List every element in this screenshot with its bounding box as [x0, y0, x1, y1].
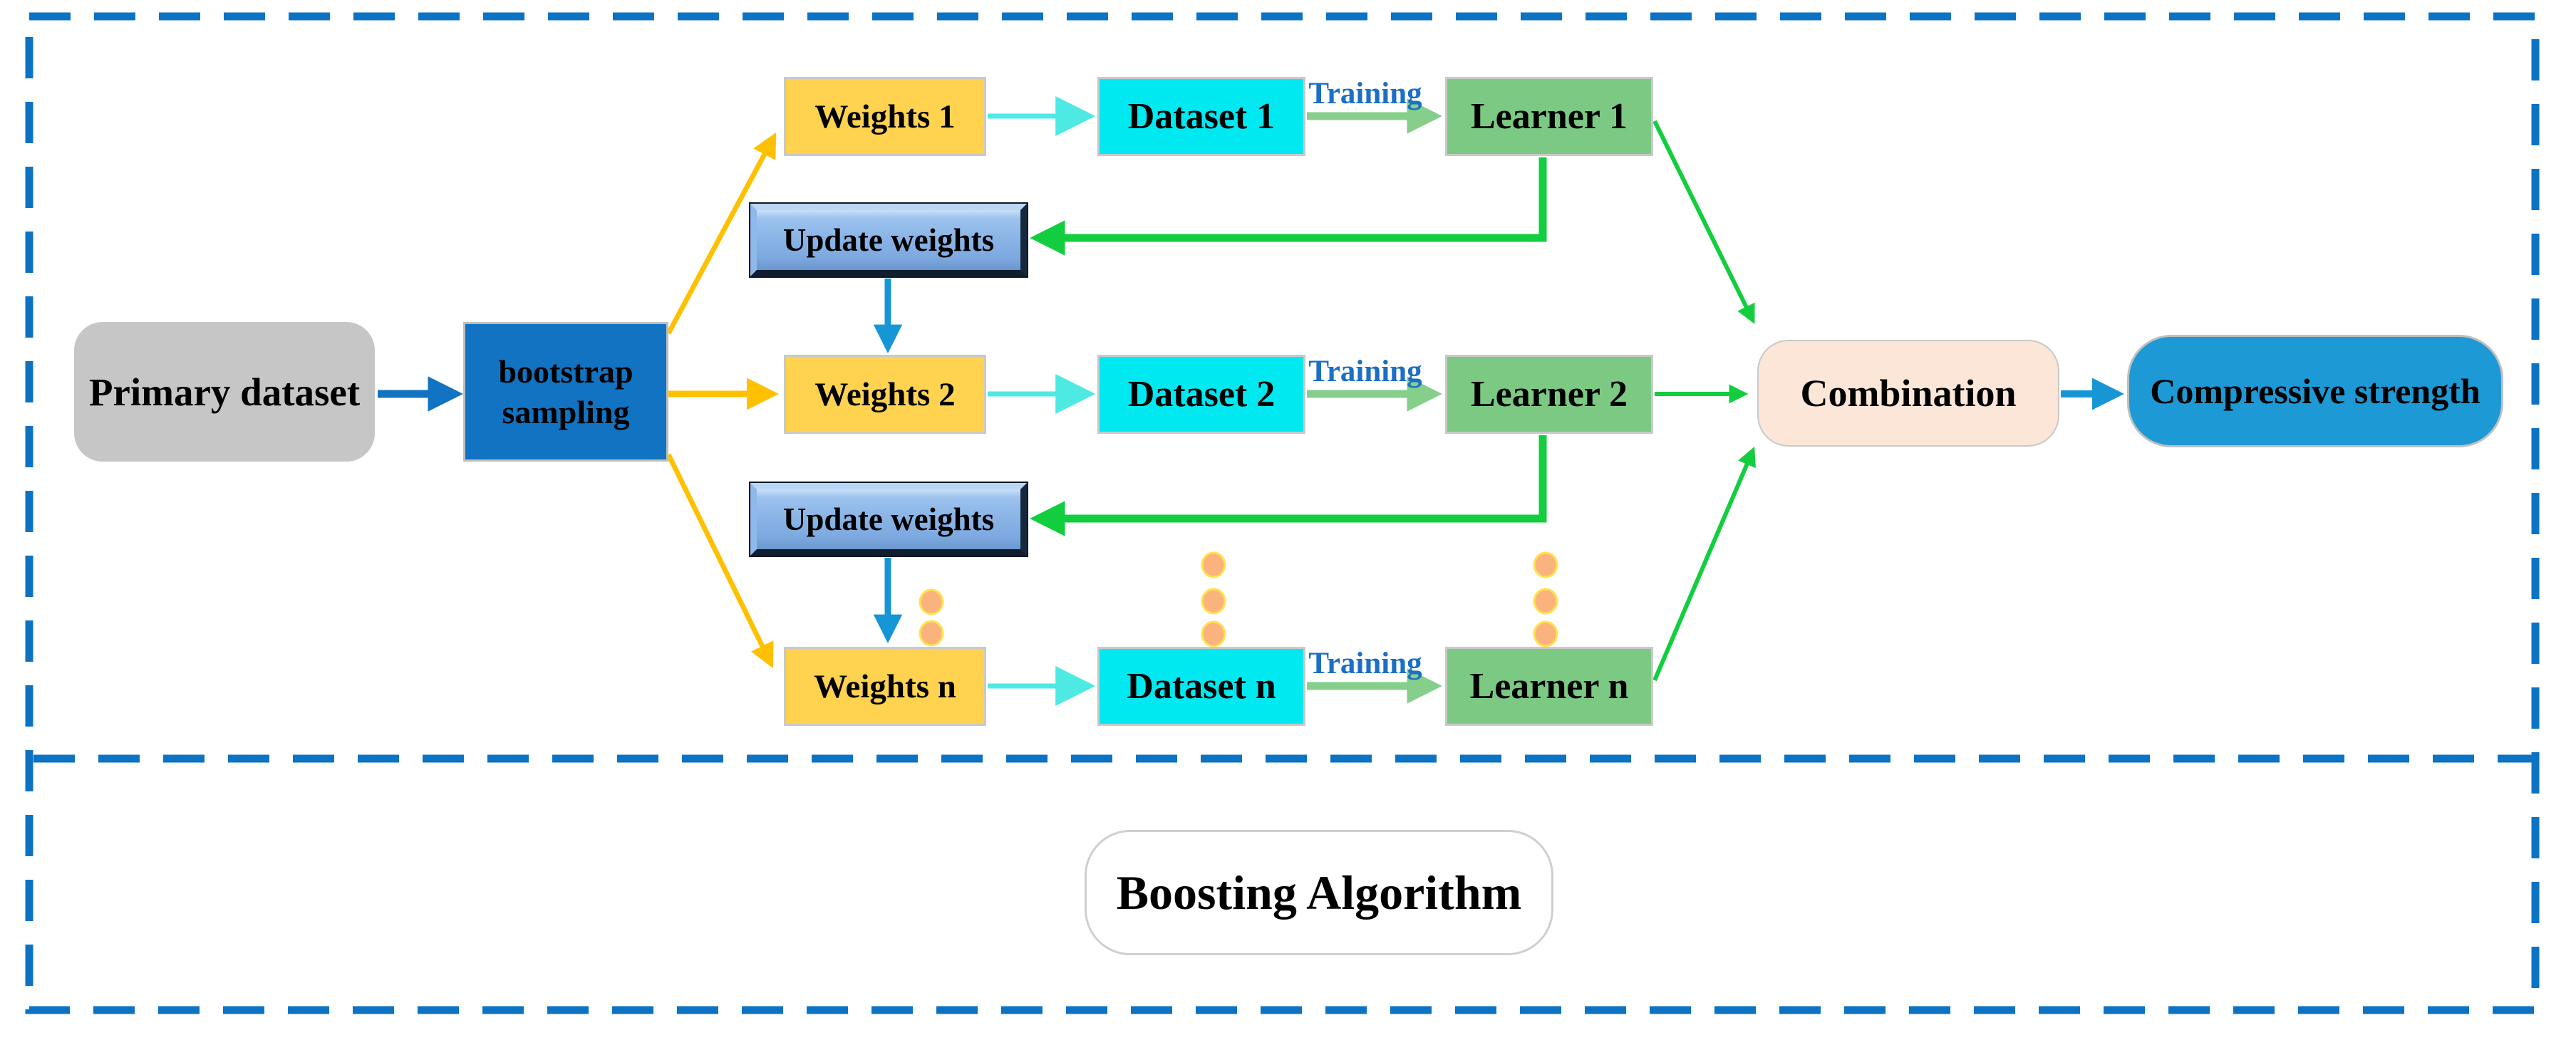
ellipsis-dots-dataset-column [1201, 551, 1226, 648]
update-weights-2-node: Update weights [750, 483, 1027, 556]
arrow-bootstrap-to-weights-n [666, 453, 774, 669]
dataset-n-node: Dataset n [1097, 647, 1305, 726]
compressive-strength-node: Compressive strength [2127, 335, 2503, 447]
dataset-1-node: Dataset 1 [1097, 77, 1305, 156]
weights-2-node: Weights 2 [784, 355, 986, 434]
weights-1-node: Weights 1 [784, 77, 986, 156]
learner-n-node: Learner n [1445, 647, 1653, 726]
training-label-1: Training [1308, 76, 1422, 110]
update-weights-1-node: Update weights [750, 204, 1027, 276]
boosting-algorithm-title: Boosting Algorithm [1085, 830, 1553, 955]
dataset-2-node: Dataset 2 [1097, 355, 1305, 434]
arrow-learner2-to-update-weights [1030, 435, 1547, 536]
learner-2-node: Learner 2 [1445, 355, 1653, 434]
arrow-learner1-to-combination [1652, 120, 1755, 324]
arrow-learner1-to-update-weights [1030, 157, 1547, 256]
weights-n-node: Weights n [784, 647, 986, 726]
outer-dashed-border [25, 12, 2540, 1014]
bootstrap-sampling-node: bootstrap sampling [463, 322, 668, 462]
arrow-bootstrap-to-weights-1 [666, 132, 777, 335]
learner-1-node: Learner 1 [1445, 77, 1653, 156]
primary-dataset-node: Primary dataset [74, 322, 375, 462]
training-label-n: Training [1308, 646, 1422, 680]
arrow-learnern-to-combination [1652, 447, 1756, 682]
combination-node: Combination [1757, 340, 2059, 447]
ellipsis-dots-learner-column [1533, 551, 1558, 648]
ellipsis-dots-weights-column [919, 588, 944, 647]
training-label-2: Training [1308, 354, 1422, 388]
